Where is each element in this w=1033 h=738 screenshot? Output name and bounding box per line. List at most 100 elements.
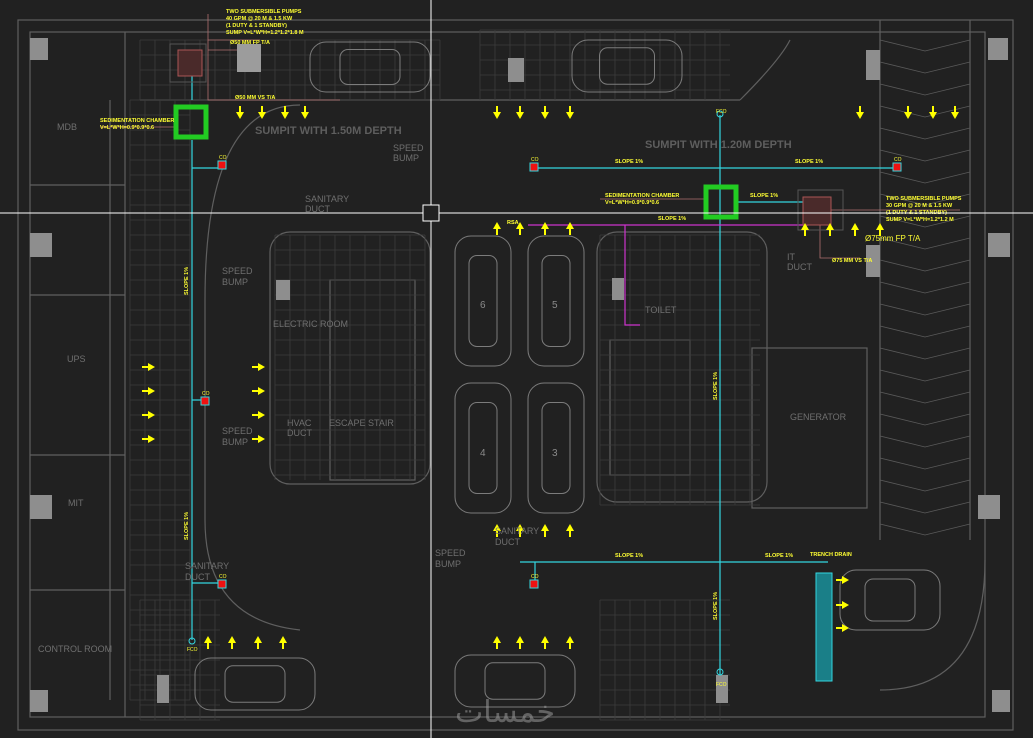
arrow-down-icon <box>856 112 864 119</box>
arrow-up-icon <box>541 222 549 229</box>
column <box>992 690 1010 712</box>
arrow-shaft <box>284 106 286 112</box>
arrow-shaft <box>304 106 306 112</box>
arrow-shaft <box>142 366 148 368</box>
arrow-shaft <box>282 643 284 649</box>
sed-right-note: SEDIMENTATION CHAMBER <box>605 193 679 199</box>
arrow-up-icon <box>279 636 287 643</box>
sedimentation-chamber-right[interactable] <box>703 184 739 220</box>
slope-label: SLOPE 1% <box>658 216 686 222</box>
pump-left-vs: Ø50 MM VS T/A <box>235 95 275 101</box>
car <box>309 41 431 93</box>
arrow-shaft <box>569 531 571 537</box>
slope-label: SLOPE 1% <box>184 267 190 295</box>
arrow-right-icon <box>258 411 265 419</box>
cleanout-label: CO <box>219 574 227 580</box>
column <box>716 675 728 703</box>
arrow-shaft <box>257 643 259 649</box>
cleanout-marker <box>217 160 227 170</box>
fco-label: FCO <box>716 682 727 688</box>
column <box>157 675 169 703</box>
arrow-up-icon <box>801 223 809 230</box>
cleanout-label: CO <box>531 157 539 163</box>
ramp-line <box>879 127 971 140</box>
arrow-down-icon <box>301 112 309 119</box>
cleanout-marker <box>529 579 539 589</box>
arrow-down-icon <box>951 112 959 119</box>
parking-number: 4 <box>480 448 486 459</box>
sedimentation-chamber-left[interactable] <box>173 104 209 140</box>
speed-bump-label: SPEED <box>393 143 424 153</box>
pump-leaders <box>100 14 960 259</box>
column <box>30 495 52 519</box>
car-roof <box>484 662 546 700</box>
room-mit: MIT <box>68 498 84 508</box>
arrow-down-icon <box>281 112 289 119</box>
ramp-line <box>879 237 971 250</box>
walls <box>17 19 1014 731</box>
arrow-up-icon <box>541 636 549 643</box>
column <box>30 690 48 712</box>
ramp-line <box>879 259 971 272</box>
speed-bump-label: BUMP <box>222 437 248 447</box>
arrow-shaft <box>496 531 498 537</box>
speed-bump-label: BUMP <box>222 277 248 287</box>
cleanout-label: CO <box>202 391 210 397</box>
car-roof <box>864 578 916 622</box>
arrow-right-icon <box>842 576 849 584</box>
it-duct-label: IT <box>787 252 796 262</box>
arrow-up-icon <box>851 223 859 230</box>
slope-label: SLOPE 1% <box>713 592 719 620</box>
arrow-up-icon <box>204 636 212 643</box>
arrow-shaft <box>496 643 498 649</box>
arrow-shaft <box>496 106 498 112</box>
arrow-shaft <box>142 390 148 392</box>
ramp-line <box>879 149 971 162</box>
column <box>978 495 1000 519</box>
cleanout-label: CO <box>219 155 227 161</box>
ramp-line <box>879 391 971 404</box>
arrow-shaft <box>569 229 571 235</box>
car <box>571 39 683 93</box>
rsa-label: RSA <box>507 220 519 226</box>
column <box>30 38 48 60</box>
arrow-shaft <box>569 106 571 112</box>
submersible-pump-right[interactable] <box>797 189 844 231</box>
arrow-down-icon <box>929 112 937 119</box>
cleanout-label: CO <box>894 157 902 163</box>
submersible-pump-left[interactable] <box>169 43 207 83</box>
room-ups: UPS <box>67 354 86 364</box>
ramp-line <box>879 369 971 382</box>
slope-label: SLOPE 1% <box>713 372 719 400</box>
cleanout-marker <box>217 579 227 589</box>
arrow-shaft <box>142 414 148 416</box>
arrow-up-icon <box>493 222 501 229</box>
arrow-shaft <box>544 643 546 649</box>
slope-label: SLOPE 1% <box>615 159 643 165</box>
fco-label: FCO <box>716 109 727 115</box>
arrow-shaft <box>854 230 856 236</box>
pump-left-note: TWO SUBMERSIBLE PUMPS <box>226 9 302 15</box>
arrow-shaft <box>519 531 521 537</box>
arrow-up-icon <box>493 636 501 643</box>
pump-right-fp: Ø75mm FP T/A <box>865 234 921 243</box>
parked-cars <box>194 39 941 711</box>
arrow-right-icon <box>258 435 265 443</box>
arrow-right-icon <box>842 624 849 632</box>
arrow-up-icon <box>516 636 524 643</box>
car-roof <box>468 255 498 347</box>
sed-right-note: V=L*W*H=0.9*0.9*0.6 <box>605 200 659 206</box>
room-hvac-duct: HVAC <box>287 418 312 428</box>
floor-cleanout-marker <box>716 668 724 676</box>
ramp-line <box>879 501 971 514</box>
arrow-shaft <box>544 229 546 235</box>
room-escape-stair: ESCAPE STAIR <box>329 418 394 428</box>
watermark-logo: خمسات <box>455 695 555 730</box>
room-toilet: TOILET <box>645 305 677 315</box>
car-roof <box>541 402 571 494</box>
sanitary-duct-label: DUCT <box>495 537 520 547</box>
arrow-down-icon <box>493 112 501 119</box>
ramp-line <box>879 281 971 294</box>
